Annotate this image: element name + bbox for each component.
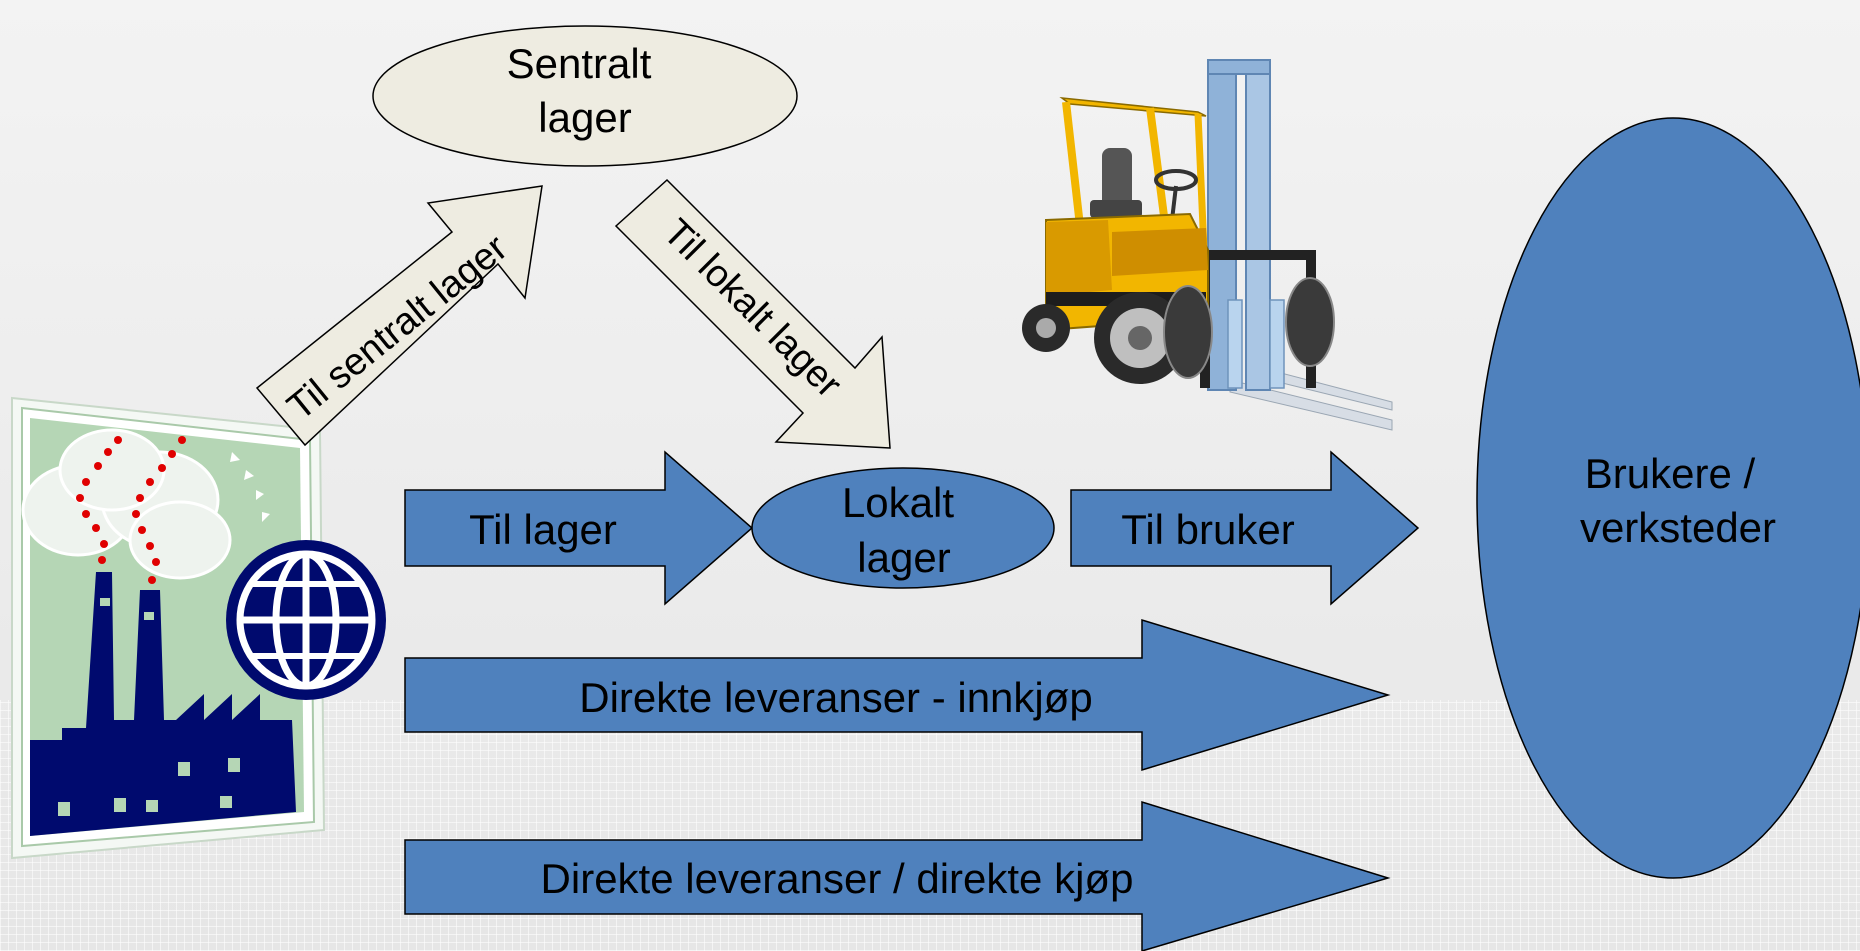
arrow-to-user-label: Til bruker [1121,506,1294,553]
local-warehouse-label-1: Lokalt [842,479,954,526]
arrow-direct-purchase: Direkte leveranser - innkjøp [404,618,1391,772]
arrow-to-central-label: Til sentralt lager [280,227,516,429]
arrow-direct-delivery-label: Direkte leveranser / direkte kjøp [541,855,1134,902]
arrow-to-central-warehouse: Til sentralt lager [255,185,543,447]
arrow-direct-delivery: Direkte leveranser / direkte kjøp [404,800,1391,951]
users-label-1: Brukere / [1585,450,1756,497]
arrow-to-local-warehouse: Til lokalt lager [614,178,891,449]
users-label-2: verksteder [1580,504,1776,551]
arrow-to-warehouse: Til lager [404,450,754,606]
globe-icon [226,540,386,700]
arrow-to-user: Til bruker [1070,450,1420,606]
arrow-to-local-label: Til lokalt lager [655,211,850,406]
local-warehouse-node: Lokalt lager [751,467,1055,589]
forklift-icon [1022,59,1393,431]
users-workshops-node: Brukere / verksteder [1476,117,1860,879]
local-warehouse-label-2: lager [857,534,950,581]
factory-icon [11,396,326,860]
central-warehouse-label-1: Sentralt [507,40,652,87]
arrow-direct-purchase-label: Direkte leveranser - innkjøp [579,674,1093,721]
central-warehouse-node: Sentralt lager [372,25,798,167]
arrow-to-warehouse-label: Til lager [469,506,617,553]
central-warehouse-label-2: lager [538,94,631,141]
